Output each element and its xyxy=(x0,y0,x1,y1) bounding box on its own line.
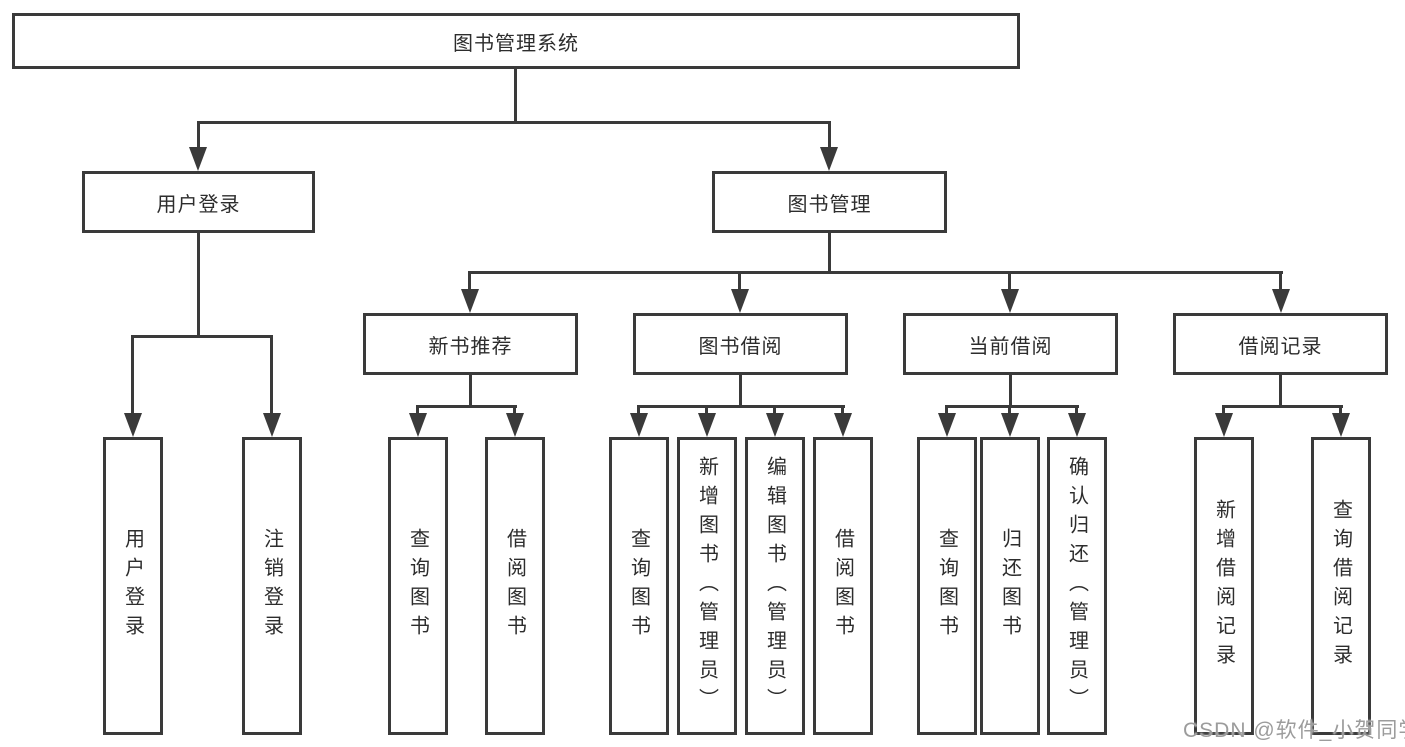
connector-book-borrowing-bar xyxy=(637,405,845,408)
connector-current-borrowing-bar xyxy=(945,405,1079,408)
arrow-down-icon xyxy=(189,147,207,171)
arrow-down-icon xyxy=(834,413,852,437)
connector-root-bar xyxy=(197,121,831,124)
arrow-down-icon xyxy=(1001,413,1019,437)
node-confirm-return-admin: 确认归还（管理员） xyxy=(1047,437,1107,735)
arrow-down-icon xyxy=(630,413,648,437)
connector-stub xyxy=(1339,405,1342,417)
node-borrow-books: 借阅图书 xyxy=(813,437,873,735)
csdn-watermark: CSDN @软件_小贺同学 xyxy=(1183,719,1405,742)
node-add-books-admin: 新增图书（管理员） xyxy=(677,437,737,735)
connector-stub xyxy=(705,405,708,417)
arrow-down-icon xyxy=(506,413,524,437)
connector-borrowing-records-trunk xyxy=(1279,375,1282,405)
arrow-down-icon xyxy=(820,147,838,171)
node-query-books-borrowing: 查询图书 xyxy=(609,437,669,735)
connector-stub-login-leaf xyxy=(131,335,134,415)
connector-stub xyxy=(841,405,844,417)
connector-book-mgmt-bar xyxy=(469,271,1283,274)
connector-stub-current-borrowing xyxy=(1008,271,1011,293)
connector-stub-book-borrowing xyxy=(738,271,741,293)
connector-current-borrowing-trunk xyxy=(1009,375,1012,405)
connector-root-trunk xyxy=(514,69,517,121)
connector-book-borrowing-trunk xyxy=(739,375,742,405)
connector-stub-borrowing-records xyxy=(1279,271,1282,293)
connector-book-mgmt-trunk xyxy=(828,233,831,271)
connector-stub xyxy=(945,405,948,417)
connector-stub-user-login xyxy=(197,121,200,149)
arrow-down-icon xyxy=(124,413,142,437)
arrow-down-icon xyxy=(263,413,281,437)
arrow-down-icon xyxy=(1272,289,1290,313)
arrow-down-icon xyxy=(1068,413,1086,437)
connector-stub xyxy=(637,405,640,417)
arrow-down-icon xyxy=(731,289,749,313)
node-edit-books-admin: 编辑图书（管理员） xyxy=(745,437,805,735)
connector-new-book-trunk xyxy=(469,375,472,405)
connector-user-login-bar xyxy=(131,335,273,338)
arrow-down-icon xyxy=(1001,289,1019,313)
connector-new-book-bar xyxy=(417,405,517,408)
node-book-management: 图书管理 xyxy=(712,171,947,233)
node-new-book-recommendation: 新书推荐 xyxy=(363,313,578,375)
node-borrow-books-recommend: 借阅图书 xyxy=(485,437,545,735)
node-logout: 注销登录 xyxy=(242,437,302,735)
node-user-login: 用户登录 xyxy=(82,171,315,233)
node-query-books-current: 查询图书 xyxy=(917,437,977,735)
node-query-borrow-record: 查询借阅记录 xyxy=(1311,437,1371,735)
connector-stub xyxy=(1008,405,1011,417)
node-book-borrowing: 图书借阅 xyxy=(633,313,848,375)
node-library-management-system: 图书管理系统 xyxy=(12,13,1020,69)
arrow-down-icon xyxy=(1215,413,1233,437)
arrow-down-icon xyxy=(938,413,956,437)
connector-stub-new-book xyxy=(468,271,471,293)
arrow-down-icon xyxy=(461,289,479,313)
arrow-down-icon xyxy=(1332,413,1350,437)
arrow-down-icon xyxy=(766,413,784,437)
arrow-down-icon xyxy=(698,413,716,437)
connector-stub-logout-leaf xyxy=(270,335,273,415)
connector-stub xyxy=(773,405,776,417)
connector-stub xyxy=(1222,405,1225,417)
connector-user-login-trunk xyxy=(197,233,200,335)
node-return-books: 归还图书 xyxy=(980,437,1040,735)
connector-stub xyxy=(416,405,419,417)
connector-stub xyxy=(1075,405,1078,417)
node-query-books-recommend: 查询图书 xyxy=(388,437,448,735)
node-current-borrowing: 当前借阅 xyxy=(903,313,1118,375)
connector-stub-book-management xyxy=(828,121,831,149)
connector-stub xyxy=(513,405,516,417)
node-user-login-leaf: 用户登录 xyxy=(103,437,163,735)
arrow-down-icon xyxy=(409,413,427,437)
node-add-borrow-record: 新增借阅记录 xyxy=(1194,437,1254,735)
connector-borrowing-records-bar xyxy=(1222,405,1343,408)
node-borrowing-records: 借阅记录 xyxy=(1173,313,1388,375)
